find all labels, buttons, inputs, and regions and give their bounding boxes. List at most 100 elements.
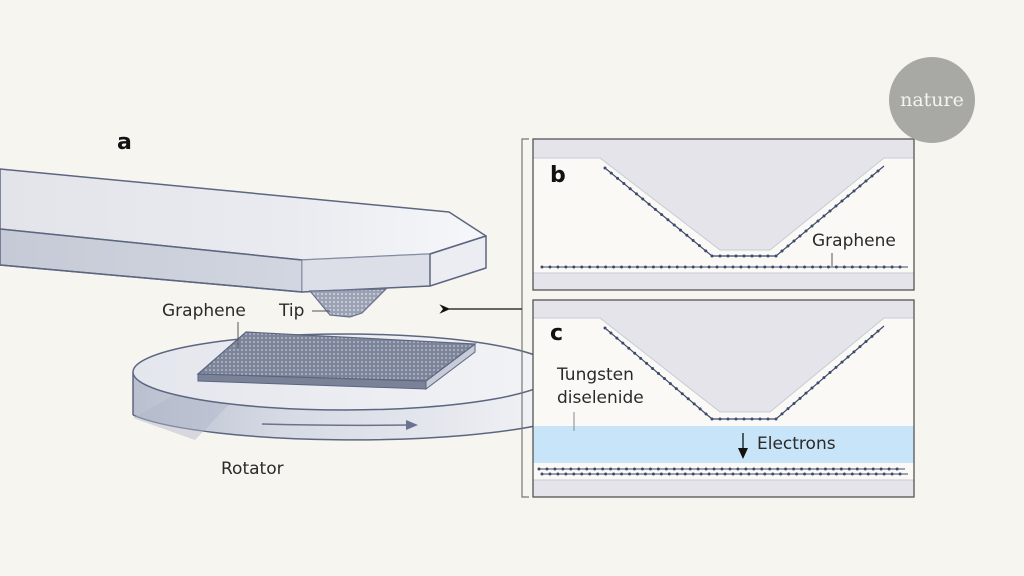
atom-dot [834,472,838,476]
atom-dot [628,472,632,476]
atom-dot [774,254,778,258]
atom-dot [577,467,581,471]
atom-dot [674,387,678,391]
atom-dot [887,467,891,471]
atom-dot [858,345,862,349]
atom-dot [755,265,759,269]
atom-dot [609,331,613,335]
atom-dot [815,467,819,471]
atom-dot [870,334,874,338]
atom-dot [780,249,784,253]
atom-dot [553,467,557,471]
atom-dot [747,265,751,269]
atom-dot [787,265,791,269]
atom-dot [766,254,770,258]
atom-dot [739,265,743,269]
atom-dot [723,472,727,476]
atom-dot [643,265,647,269]
atom-dot [604,472,608,476]
atom-dot [766,417,770,421]
panel-c-label: c [550,321,563,346]
atom-dot [556,265,560,269]
atom-dot [866,472,870,476]
atom-dot [688,467,692,471]
atom-dot [734,254,738,258]
atom-dot [842,472,846,476]
atom-dot [540,472,544,476]
atom-dot [645,361,649,365]
atom-dot [628,187,632,191]
atom-dot [763,265,767,269]
atom-dot [798,234,802,238]
rotation-arrow-line [261,423,413,427]
atom-dot [657,372,660,375]
atom-dot [771,265,775,269]
atom-dot [858,472,862,476]
atom-dot [704,467,708,471]
atom-dot [621,341,625,345]
atom-dot [556,472,560,476]
atom-dot [679,228,683,232]
atom-dot [699,472,703,476]
atom-dot [882,472,886,476]
atom-dot [667,472,671,476]
atom-dot [683,265,687,269]
atom-dot [635,265,639,269]
atom-dot [810,386,814,390]
atom-dot [895,467,899,471]
atom-dot [798,396,802,400]
atom-dot [612,472,616,476]
atom-dot [834,204,838,208]
atom-dot [675,472,679,476]
atom-dot [572,265,576,269]
atom-dot [744,467,748,471]
atom-dot [667,265,671,269]
atom-dot [780,412,784,416]
atom-dot [792,467,796,471]
atom-dot [712,467,716,471]
atom-dot [662,377,666,381]
atom-dot [699,265,703,269]
atom-dot [651,472,655,476]
atom-dot [633,351,637,355]
atom-dot [604,265,608,269]
atom-dot [864,179,868,183]
atom-dot [736,467,740,471]
atom-dot [718,417,722,421]
atom-dot [696,467,700,471]
atom-dot [834,365,838,369]
atom-dot [704,249,708,253]
atom-dot [723,265,727,269]
atom-dot [588,472,592,476]
panel-b: b Graphene [532,138,915,291]
label-tip: Tip [278,301,304,321]
atom-dot [834,265,838,269]
atom-dot [882,265,886,269]
label-graphene-b: Graphene [812,231,896,251]
label-tungsten-line2: diselenide [557,388,644,408]
atom-dot [603,166,607,170]
atom-dot [603,326,607,330]
atom-dot [720,467,724,471]
atom-dot [855,467,859,471]
atom-dot [659,265,663,269]
atom-dot [710,254,714,258]
atom-dot [691,265,695,269]
atom-dot [847,467,851,471]
atoms-b [540,166,902,269]
atom-dot [616,176,620,180]
atom-dot [634,192,638,196]
atom-dot [822,214,826,218]
atom-dot [898,472,902,476]
atom-dot [664,467,668,471]
atom-dot [758,417,762,421]
atom-dot [800,467,804,471]
atom-dot [840,199,844,203]
atom-dot [656,467,660,471]
atom-dot [816,381,820,385]
atom-dot [752,467,756,471]
atom-dot [858,265,862,269]
atom-dot [548,472,552,476]
atom-dot [826,472,830,476]
atom-dot [792,402,796,405]
